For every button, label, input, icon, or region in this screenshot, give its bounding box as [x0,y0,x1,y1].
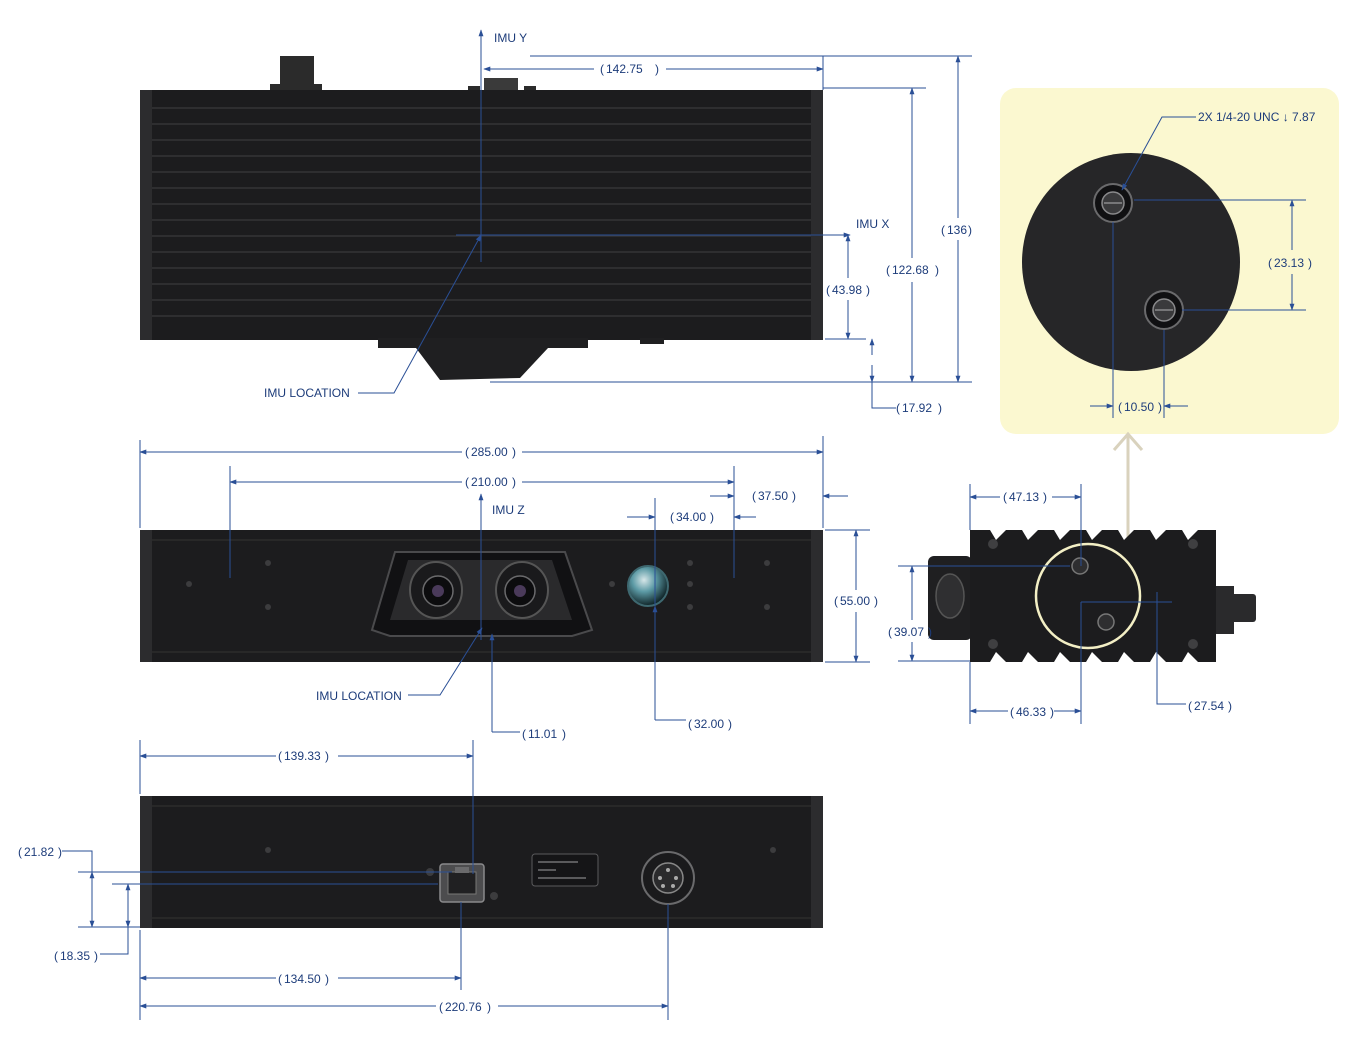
dim-18-35: ( [54,949,58,963]
thread-callout: 2X 1/4-20 UNC ↓ 7.87 [1198,110,1316,124]
imu-y-label: IMU Y [494,31,527,45]
svg-text:): ) [728,717,732,731]
svg-text:10.50: 10.50 [1124,400,1154,414]
imu-location-label-front: IMU LOCATION [316,689,402,703]
svg-text:): ) [512,445,516,459]
dim-285-00: ( [465,445,469,459]
svg-text:): ) [1308,256,1312,270]
back-view-body [140,796,823,928]
svg-text:37.50: 37.50 [758,489,788,503]
side-view: ( 47.13 ) ( 39.07 ) ( 46.33 ) ( 27.54 ) [888,484,1256,724]
svg-text:): ) [94,949,98,963]
svg-text:122.68: 122.68 [892,263,929,277]
dim-220-76: ( [439,1000,443,1014]
svg-text:): ) [968,223,972,237]
svg-text:): ) [935,263,939,277]
svg-text:): ) [512,475,516,489]
dim-34-00: ( [670,510,674,524]
right-lens [495,561,549,619]
svg-text:220.76: 220.76 [445,1000,482,1014]
dim-23-13: ( [1268,256,1272,270]
camera-housing [378,338,588,380]
detail-circle [1022,153,1240,371]
detail-view: 2X 1/4-20 UNC ↓ 7.87 ( 23.13 ) ( 10.50 ) [1000,88,1339,560]
svg-text:21.82: 21.82 [24,845,54,859]
svg-text:): ) [1158,400,1162,414]
dim-134-50: ( [278,972,282,986]
svg-text:): ) [562,727,566,741]
illuminator-lens [627,565,669,607]
mount-hole-lower [1144,290,1184,330]
svg-text:139.33: 139.33 [284,749,321,763]
svg-text:): ) [928,625,932,639]
svg-text:11.01: 11.01 [528,727,557,741]
svg-text:23.13: 23.13 [1274,256,1304,270]
dim-37-50: ( [752,489,756,503]
svg-text:47.13: 47.13 [1009,490,1039,504]
svg-text:): ) [325,972,329,986]
dim-47-13: ( [1003,490,1007,504]
svg-text:17.92: 17.92 [902,401,932,415]
svg-text:55.00: 55.00 [840,594,870,608]
m12-connector [641,851,695,905]
svg-text:39.07: 39.07 [894,625,924,639]
imu-location-label-top: IMU LOCATION [264,386,350,400]
top-view: IMU Y IMU X IMU LOCATION ( 142.75 ) ( 13… [140,29,972,415]
svg-text:27.54: 27.54 [1194,699,1224,713]
svg-text:134.50: 134.50 [284,972,321,986]
dim-39-07: ( [888,625,892,639]
left-lens [409,561,463,619]
svg-text:46.33: 46.33 [1016,705,1046,719]
svg-text:142.75: 142.75 [606,62,643,76]
dim-27-54: ( [1188,699,1192,713]
side-connector [1226,594,1256,622]
svg-text:): ) [325,749,329,763]
dim-142-75: ( [600,62,604,76]
dim-32-00: ( [688,717,692,731]
svg-text:285.00: 285.00 [471,445,508,459]
dim-11-01: ( [522,727,526,741]
dim-46-33: ( [1010,705,1014,719]
svg-text:18.35: 18.35 [60,949,90,963]
back-view: ( 139.33 ) ( 21.82 ) ( 18.35 ) ( 134.50 … [18,740,823,1020]
svg-text:): ) [710,510,714,524]
svg-text:): ) [874,594,878,608]
imu-x-label: IMU X [856,217,889,231]
dim-210-00: ( [465,475,469,489]
svg-text:): ) [938,401,942,415]
svg-text:136: 136 [947,223,967,237]
svg-text:): ) [58,845,62,859]
dim-139-33: ( [278,749,282,763]
dim-10-50: ( [1118,400,1122,414]
front-view: IMU Z IMU LOCATION ( 285.00 ) ( 210.00 )… [139,436,878,741]
svg-text:34.00: 34.00 [676,510,706,524]
dim-136: ( [941,223,945,237]
side-view-body [970,530,1216,662]
svg-text:43.98: 43.98 [832,283,862,297]
svg-text:): ) [792,489,796,503]
dim-122-68: ( [886,263,890,277]
dim-21-82: ( [18,845,22,859]
svg-text:32.00: 32.00 [694,717,724,731]
svg-text:): ) [1228,699,1232,713]
mount-hole-upper [1093,183,1133,223]
svg-text:): ) [866,283,870,297]
dim-17-92: ( [896,401,900,415]
svg-text:): ) [487,1000,491,1014]
detail-reference-circle [1034,542,1142,650]
imu-z-label: IMU Z [492,503,525,517]
svg-text:): ) [1043,490,1047,504]
svg-text:210.00: 210.00 [471,475,508,489]
dim-43-98: ( [826,283,830,297]
dim-55-00: ( [834,594,838,608]
svg-text:): ) [1050,705,1054,719]
svg-text:): ) [655,62,659,76]
